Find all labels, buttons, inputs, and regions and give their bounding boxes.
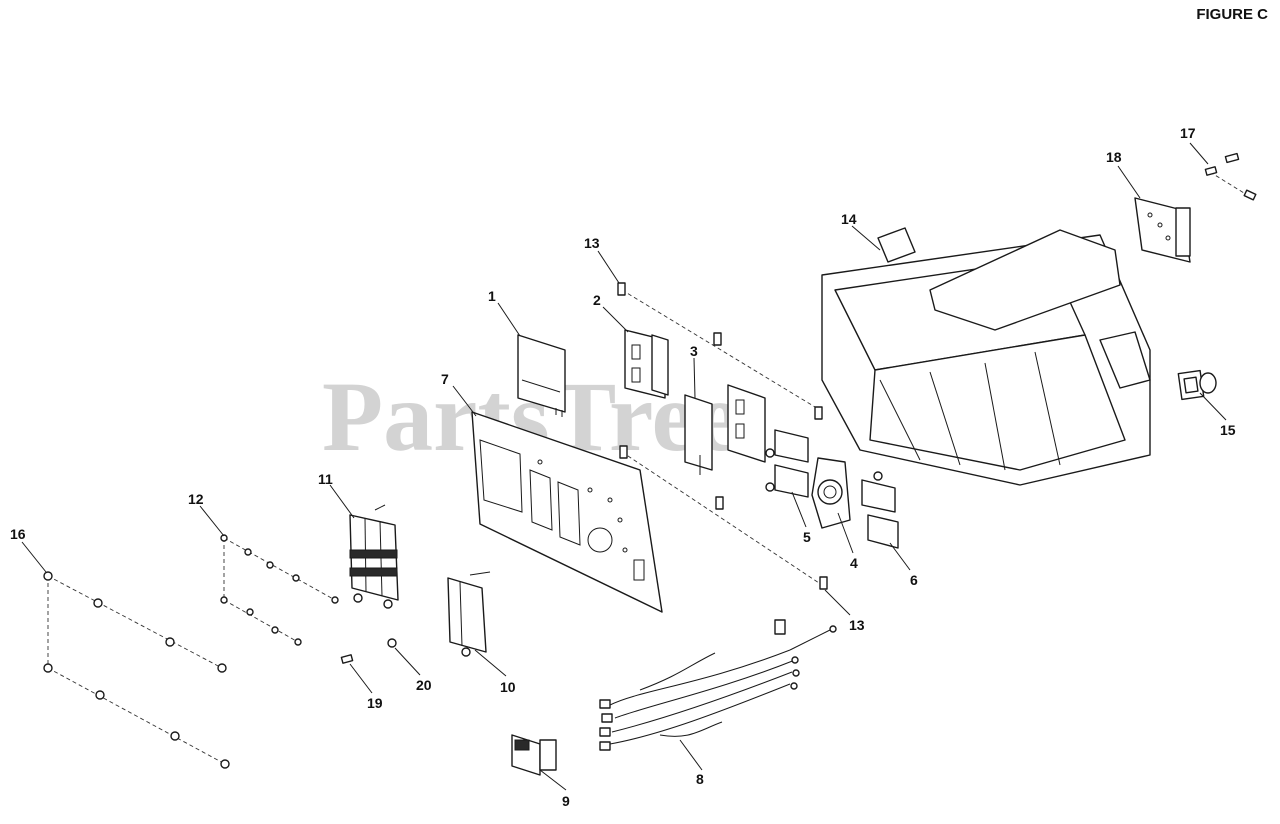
callout-13-bottom: 13	[849, 617, 865, 633]
callout-15: 15	[1220, 422, 1236, 438]
callout-11: 11	[318, 471, 333, 487]
circuit-breakers	[765, 429, 809, 498]
leader-lines	[21, 142, 1227, 791]
callout-19: 19	[367, 695, 383, 711]
cover-plate	[684, 394, 713, 475]
callout-numbers: 1 2 3 4 5 6 7 8 9 10 11 12 13 13 14 15 1…	[10, 125, 1236, 809]
callout-13-top: 13	[584, 235, 600, 251]
callout-8: 8	[696, 771, 704, 787]
callout-3: 3	[690, 343, 698, 359]
callout-9: 9	[562, 793, 570, 809]
callout-1: 1	[488, 288, 496, 304]
callout-18: 18	[1106, 149, 1122, 165]
screws-16	[43, 571, 230, 769]
switch-assembly-6	[861, 471, 899, 549]
screw-17	[1204, 152, 1257, 201]
bracket-assembly	[1134, 197, 1191, 263]
control-panel-housing	[821, 227, 1151, 486]
callout-12: 12	[188, 491, 204, 507]
clip-fasteners-13	[617, 282, 828, 590]
figure-title: FIGURE C	[1196, 6, 1268, 23]
callout-17: 17	[1180, 125, 1196, 141]
callout-20: 20	[416, 677, 432, 693]
screw-19	[340, 654, 354, 664]
cap-part	[1177, 369, 1217, 401]
outlet-part-2	[624, 329, 669, 399]
callout-6: 6	[910, 572, 918, 588]
callout-4: 4	[850, 555, 858, 571]
callout-7: 7	[441, 371, 449, 387]
twist-lock-receptacle	[811, 457, 851, 529]
screws-12	[220, 534, 339, 646]
inverter-module	[349, 504, 399, 609]
front-panel-plate	[471, 411, 663, 613]
outlet-part-gfci	[727, 384, 766, 463]
callout-10: 10	[500, 679, 516, 695]
callout-16: 16	[10, 526, 26, 542]
callout-14: 14	[841, 211, 857, 227]
rectifier-module	[447, 571, 491, 657]
nut-20	[387, 638, 397, 648]
wire-harness	[599, 619, 837, 751]
callout-5: 5	[803, 529, 811, 545]
rocker-switch	[511, 734, 557, 776]
callout-2: 2	[593, 292, 601, 308]
